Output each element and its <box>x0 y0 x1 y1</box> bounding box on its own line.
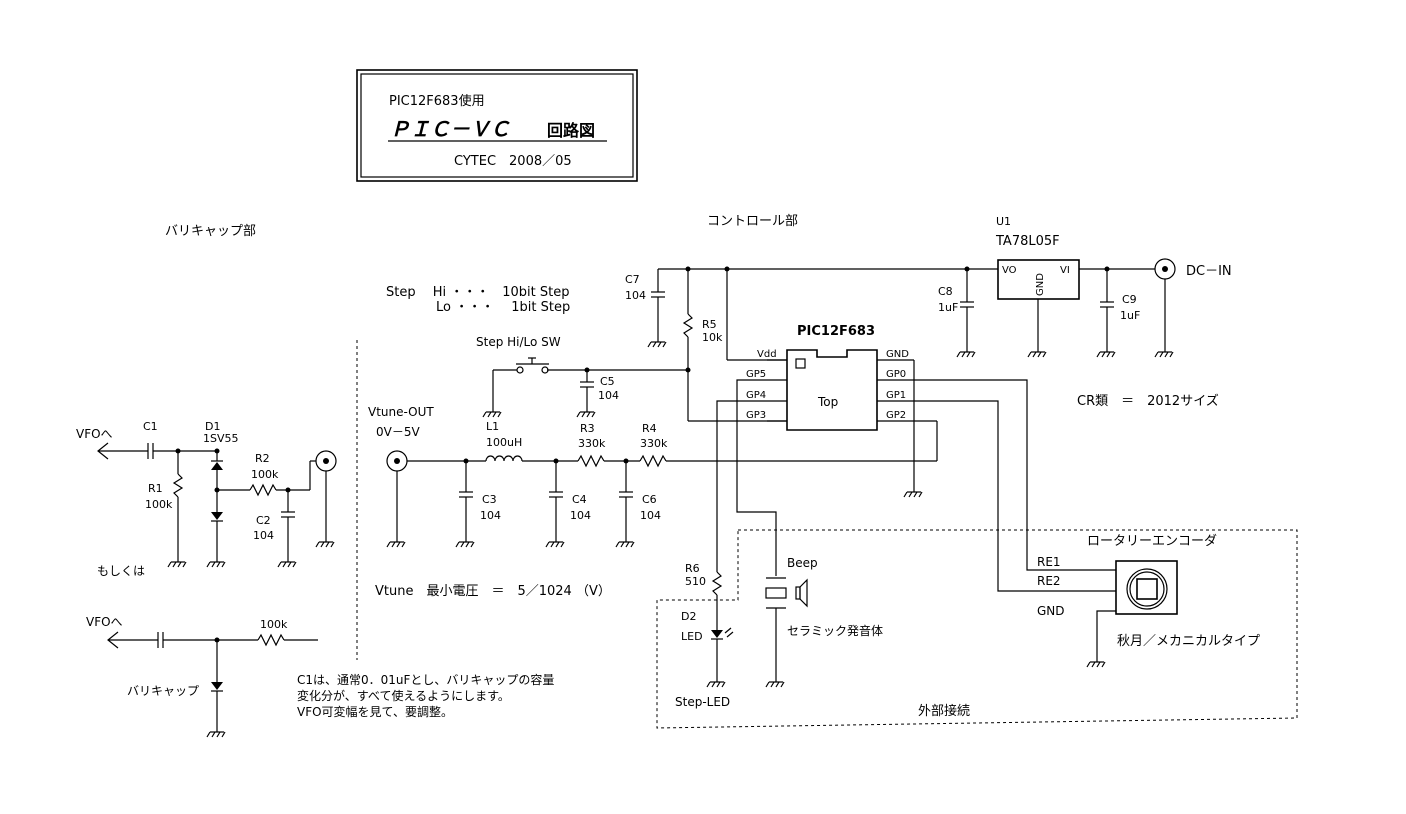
u1-vo: VO <box>1002 265 1017 276</box>
c6-value: 104 <box>640 509 661 522</box>
section-varicap: バリキャップ部 <box>165 224 256 239</box>
c2-value: 104 <box>253 529 274 542</box>
step-led-circuit: R6 510 D2 LED Step-LED <box>675 562 734 709</box>
c2-ref: C2 <box>256 514 271 527</box>
c9-value: 1uF <box>1120 309 1140 322</box>
note-cr-size: CR類 ＝ 2012サイズ <box>1077 393 1219 409</box>
title-block: PIC12F683使用 ＰＩＣ－ＶＣ 回路図 CYTEC 2008／05 <box>356 69 638 182</box>
r3-ref: R3 <box>580 422 595 435</box>
note-step-line1: Step Hi ・・・ 10bit Step <box>386 285 570 300</box>
rotary-encoder: ロータリーエンコーダ RE1 RE2 GND 秋月／メカニカルタイプ <box>1037 534 1260 668</box>
u1-gnd: GND <box>1035 273 1046 296</box>
c4-ref: C4 <box>572 493 587 506</box>
note-c1-line3: VFO可変幅を見て、要調整。 <box>297 704 453 719</box>
u1-part: TA78L05F <box>995 234 1060 249</box>
c8-ref: C8 <box>938 285 953 298</box>
c9-ref: C9 <box>1122 293 1137 306</box>
vtune-filter: Vtune-OUT 0V－5V C3 104 L1 100uH C4 104 R… <box>368 405 938 548</box>
d1-value: 1SV55 <box>203 432 239 445</box>
control-circuit: C7 104 R5 10k Step Hi/Lo SW C5 104 <box>476 266 998 422</box>
r4-ref: R4 <box>642 422 657 435</box>
pin-gnd: GND <box>886 349 909 360</box>
vtune-out-label: Vtune-OUT <box>368 405 434 419</box>
beep-label: Beep <box>787 556 818 570</box>
note-c1-line2: 変化分が、すべて使えるようにします。 <box>297 688 510 703</box>
r2-value: 100k <box>251 468 279 481</box>
r4-value: 330k <box>640 437 668 450</box>
section-external: 外部接続 <box>918 703 970 719</box>
c3-ref: C3 <box>482 493 497 506</box>
r6-value: 510 <box>685 575 706 588</box>
pin-gp2: GP2 <box>886 410 906 421</box>
ic-top-label: Top <box>817 395 838 409</box>
ic-name: PIC12F683 <box>797 324 875 339</box>
alt-r-value: 100k <box>260 618 288 631</box>
c7-value: 104 <box>625 289 646 302</box>
step-led-label: Step-LED <box>675 695 730 709</box>
title-suffix: 回路図 <box>547 121 595 140</box>
r6-ref: R6 <box>685 562 700 575</box>
vfo-label-top: VFOへ <box>76 427 113 441</box>
pin-gp3: GP3 <box>746 410 766 421</box>
section-rotary: ロータリーエンコーダ <box>1087 534 1217 549</box>
varicap-alt-circuit: VFOへ 100k バリキャップ <box>86 615 318 738</box>
c5-value: 104 <box>598 389 619 402</box>
title-line1: PIC12F683使用 <box>389 93 485 109</box>
c1-label: C1 <box>143 420 158 433</box>
pin-gp1: GP1 <box>886 390 906 401</box>
varicap-circuit: VFOへ C1 R1 100k D1 1SV55 R2 100k <box>76 420 337 568</box>
pic12f683-ic: PIC12F683 Top Vdd GP5 GP4 GP3 GND GP0 GP… <box>716 324 1116 592</box>
step-switch-label: Step Hi/Lo SW <box>476 335 561 349</box>
external-connection-border <box>656 529 1298 729</box>
c3-value: 104 <box>480 509 501 522</box>
buzzer-label: セラミック発音体 <box>787 623 883 638</box>
encoder-re2: RE2 <box>1037 574 1061 588</box>
buzzer-circuit: Beep セラミック発音体 <box>765 556 883 688</box>
encoder-re1: RE1 <box>1037 555 1061 569</box>
r1-ref: R1 <box>148 482 163 495</box>
l1-value: 100uH <box>486 436 522 449</box>
r1-value: 100k <box>145 498 173 511</box>
dc-in-label: DC－IN <box>1186 264 1232 279</box>
r5-ref: R5 <box>702 318 717 331</box>
r5-value: 10k <box>702 331 723 344</box>
note-moshikuha: もしくは <box>97 564 145 578</box>
pin-vdd: Vdd <box>757 349 777 360</box>
note-vtune-min: Vtune 最小電圧 ＝ 5／1024 （V） <box>375 584 611 599</box>
r2-ref: R2 <box>255 452 270 465</box>
encoder-type: 秋月／メカニカルタイプ <box>1117 634 1260 649</box>
note-c1-line1: C1は、通常0．01uFとし、バリキャップの容量 <box>297 672 554 687</box>
d2-value: LED <box>681 630 703 643</box>
c5-ref: C5 <box>600 375 615 388</box>
u1-vi: VI <box>1060 265 1070 276</box>
l1-ref: L1 <box>486 420 499 433</box>
c8-value: 1uF <box>938 301 958 314</box>
vfo-label-bottom: VFOへ <box>86 615 123 629</box>
varicap-label: バリキャップ <box>127 684 199 698</box>
encoder-gnd: GND <box>1037 604 1065 618</box>
u1-ref: U1 <box>996 215 1011 228</box>
note-step-line2: Lo ・・・ 1bit Step <box>436 300 570 315</box>
section-control: コントロール部 <box>707 214 798 229</box>
c7-ref: C7 <box>625 273 640 286</box>
title-name: ＰＩＣ－ＶＣ <box>390 117 510 141</box>
title-author-date: CYTEC 2008／05 <box>454 154 572 169</box>
c6-ref: C6 <box>642 493 657 506</box>
pin-gp0: GP0 <box>886 369 906 380</box>
regulator-u1: U1 TA78L05F VO VI GND C8 1uF C9 1uF DC－I… <box>938 215 1232 358</box>
r3-value: 330k <box>578 437 606 450</box>
d1-ref: D1 <box>205 420 220 433</box>
vtune-range-label: 0V－5V <box>376 425 420 439</box>
d2-ref: D2 <box>681 610 696 623</box>
c4-value: 104 <box>570 509 591 522</box>
pin-gp4: GP4 <box>746 390 766 401</box>
pin-gp5: GP5 <box>746 369 766 380</box>
